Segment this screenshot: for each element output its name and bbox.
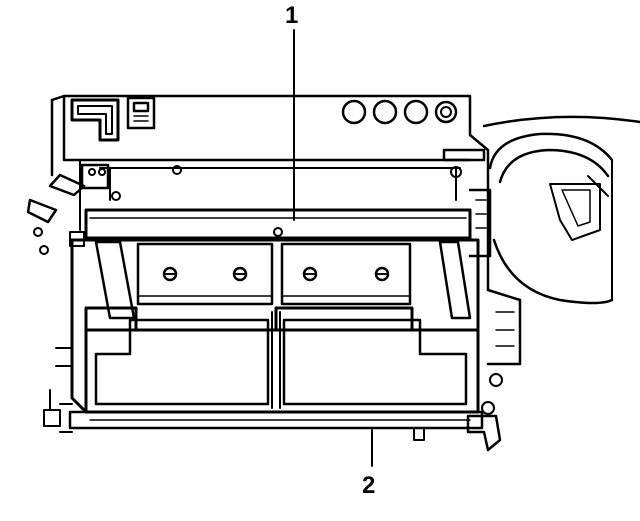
lower-case bbox=[43, 306, 484, 441]
leader-lines bbox=[293, 29, 373, 467]
connector-block bbox=[126, 96, 156, 130]
frame-screws bbox=[111, 165, 283, 237]
upper-housing bbox=[50, 94, 490, 292]
elbow-duct bbox=[70, 98, 120, 142]
upper-access-panels bbox=[136, 242, 412, 306]
left-mount-bracket bbox=[26, 163, 110, 255]
callout-2: 2 bbox=[362, 472, 376, 499]
right-bracket bbox=[442, 148, 522, 452]
callout-1: 1 bbox=[285, 2, 299, 29]
heater-core-cover bbox=[70, 208, 480, 414]
blower-scroll-housing bbox=[482, 115, 640, 305]
round-ports bbox=[341, 99, 458, 125]
